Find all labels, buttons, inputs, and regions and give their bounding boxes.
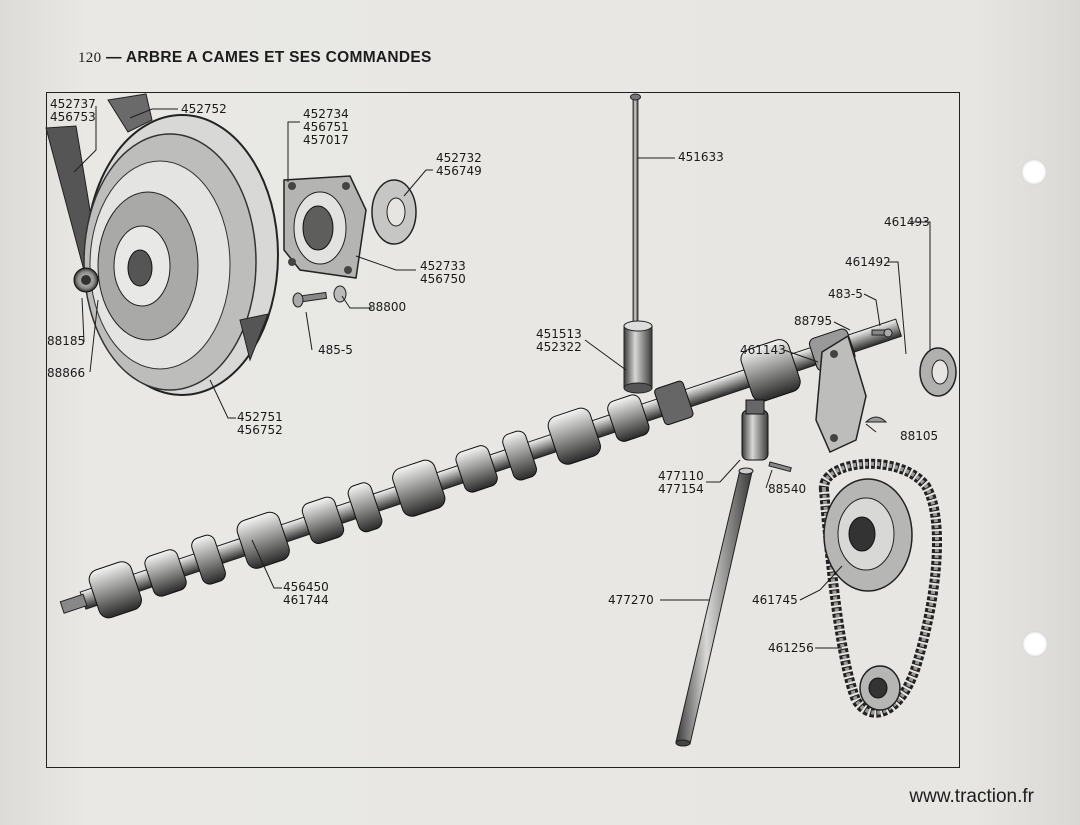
callout-452733-456750: 452733 456750 (420, 260, 466, 286)
callout-part-number: 456450 (283, 580, 329, 594)
callout-part-number: 456752 (237, 423, 283, 437)
callout-part-number: 451513 (536, 327, 582, 341)
pin-88540 (768, 461, 792, 473)
camshaft-spacer (919, 347, 957, 397)
callout-part-number: 457017 (303, 133, 349, 147)
callout-part-number: 456749 (436, 164, 482, 178)
callout-part-number: 485-5 (318, 343, 353, 357)
camshaft-sprocket (823, 478, 913, 592)
callout-part-number: 452752 (181, 102, 227, 116)
page-number: 120 (78, 50, 102, 66)
callout-part-number: 451633 (678, 150, 724, 164)
callout-477270: 477270 (608, 594, 654, 607)
title-dash: — (106, 49, 122, 66)
callout-452737-456753: 452737 456753 (50, 98, 96, 124)
callout-461745: 461745 (752, 594, 798, 607)
callout-461256: 461256 (768, 642, 814, 655)
punch-hole-top (1021, 159, 1047, 185)
callout-part-number: 88866 (47, 366, 86, 380)
woodruff-key-88105 (864, 416, 888, 423)
callout-part-number: 477154 (658, 482, 704, 496)
callout-part-number: 461492 (845, 255, 891, 269)
callout-part-number: 452734 (303, 107, 349, 121)
callout-485-5: 485-5 (318, 344, 353, 357)
callout-part-number: 477270 (608, 593, 654, 607)
callout-part-number: 452322 (536, 340, 582, 354)
timing-pulley (45, 93, 279, 396)
callout-part-number: 483-5 (828, 287, 863, 301)
callout-part-number: 461744 (283, 593, 329, 607)
callout-part-number: 456751 (303, 120, 349, 134)
callout-451633: 451633 (678, 151, 724, 164)
callout-part-number: 88185 (47, 334, 86, 348)
callout-452734-group: 452734 456751 457017 (303, 108, 349, 147)
callout-88795: 88795 (794, 315, 832, 328)
callout-part-number: 452733 (420, 259, 466, 273)
leader-lines (73, 106, 931, 649)
callout-88105: 88105 (900, 430, 938, 443)
timing-chain (819, 458, 942, 718)
callout-part-number: 461745 (752, 593, 798, 607)
callout-88866: 88866 (47, 367, 85, 380)
callout-part-number: 477110 (658, 469, 704, 483)
callout-461143: 461143 (740, 344, 786, 357)
camshaft-thrust-flange (815, 334, 867, 454)
punch-hole-bottom (1022, 631, 1048, 657)
thrust-washer (371, 179, 417, 245)
callout-88185: 88185 (47, 335, 85, 348)
callout-88540: 88540 (768, 483, 806, 496)
oil-pump-pushrod (630, 93, 641, 327)
callout-part-number: 88540 (768, 482, 807, 496)
callout-part-number: 461493 (884, 215, 930, 229)
distributor-drive-shaft (675, 467, 754, 747)
callout-part-number: 452751 (237, 410, 283, 424)
diagram-frame (46, 92, 960, 768)
callout-461492: 461492 (845, 256, 891, 269)
callout-477110-477154: 477110 477154 (658, 470, 704, 496)
page-header: 120 — ARBRE A CAMES ET SES COMMANDES (78, 49, 432, 67)
callout-part-number: 452737 (50, 97, 96, 111)
callout-part-number: 88795 (794, 314, 833, 328)
callout-part-number: 452732 (436, 151, 482, 165)
callout-451513-452322: 451513 452322 (536, 328, 582, 354)
callout-452752: 452752 (181, 103, 227, 116)
callout-part-number: 88800 (368, 300, 407, 314)
callout-part-number: 88105 (900, 429, 939, 443)
callout-456450-461744: 456450 461744 (283, 581, 329, 607)
callout-part-number: 456753 (50, 110, 96, 124)
callout-452751-456752: 452751 456752 (237, 411, 283, 437)
bearing-cover-plate (283, 175, 367, 279)
page-title: ARBRE A CAMES ET SES COMMANDES (125, 49, 432, 66)
callout-461493: 461493 (884, 216, 930, 229)
crankshaft-sprocket (859, 665, 901, 711)
callout-483-5: 483-5 (828, 288, 863, 301)
callout-88800: 88800 (368, 301, 406, 314)
camshaft (59, 318, 903, 619)
callout-part-number: 456750 (420, 272, 466, 286)
callout-452732-456749: 452732 456749 (436, 152, 482, 178)
distributor-drive-gear (741, 399, 769, 461)
callout-part-number: 461143 (740, 343, 786, 357)
small-bolt-483 (871, 328, 893, 338)
screw-485 (292, 291, 328, 308)
watermark-url: www.traction.fr (909, 786, 1034, 807)
pushrod-sleeve (623, 320, 653, 394)
callout-part-number: 461256 (768, 641, 814, 655)
